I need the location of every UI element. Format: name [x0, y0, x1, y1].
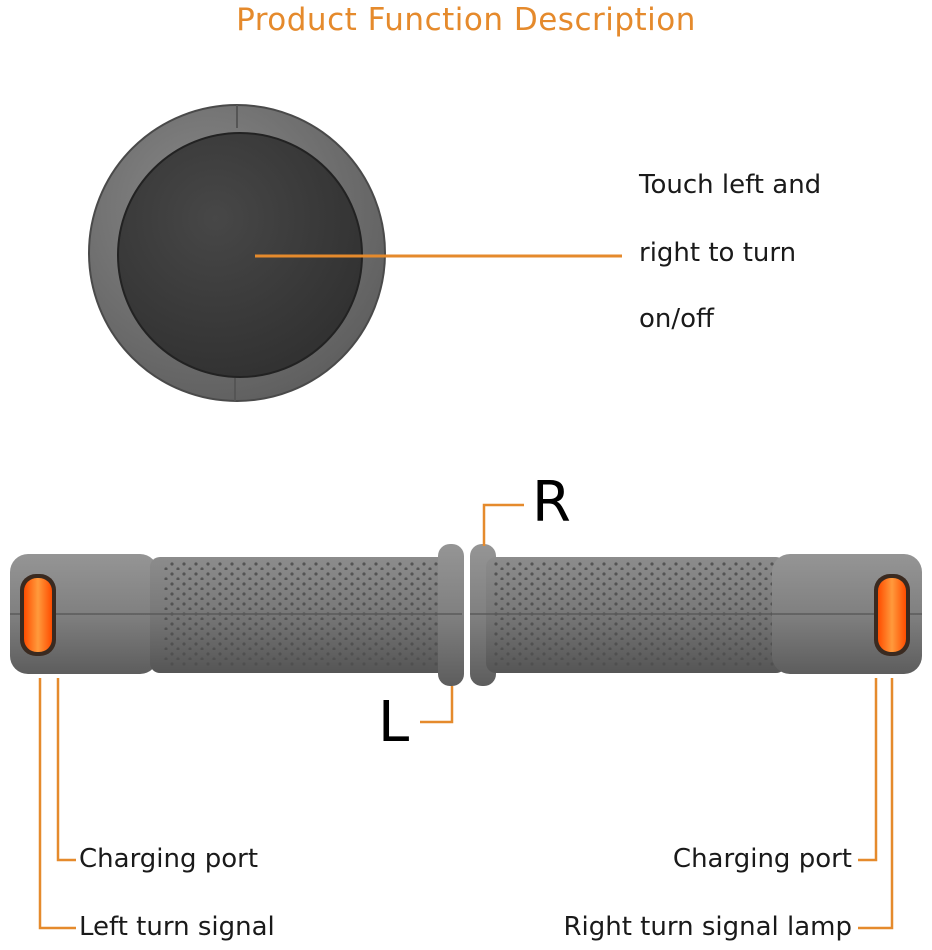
- right-grip-label: R: [532, 470, 571, 535]
- page-title: Product Function Description: [236, 2, 696, 38]
- grip-callout-lines: [38, 503, 894, 930]
- right-grip: [470, 544, 922, 686]
- right-turn-signal-label: Right turn signal lamp: [563, 912, 852, 942]
- left-grip: [10, 544, 464, 686]
- left-charging-port-label: Charging port: [79, 844, 259, 874]
- button-description-line-2: right to turn: [639, 238, 797, 268]
- right-charging-port-label: Charging port: [672, 844, 852, 874]
- power-button-illustration: [88, 104, 386, 402]
- button-description-line-1: Touch left and: [639, 170, 822, 200]
- button-description-line-3: on/off: [639, 304, 714, 334]
- left-grip-label: L: [378, 690, 410, 755]
- left-turn-signal-label: Left turn signal: [79, 912, 275, 942]
